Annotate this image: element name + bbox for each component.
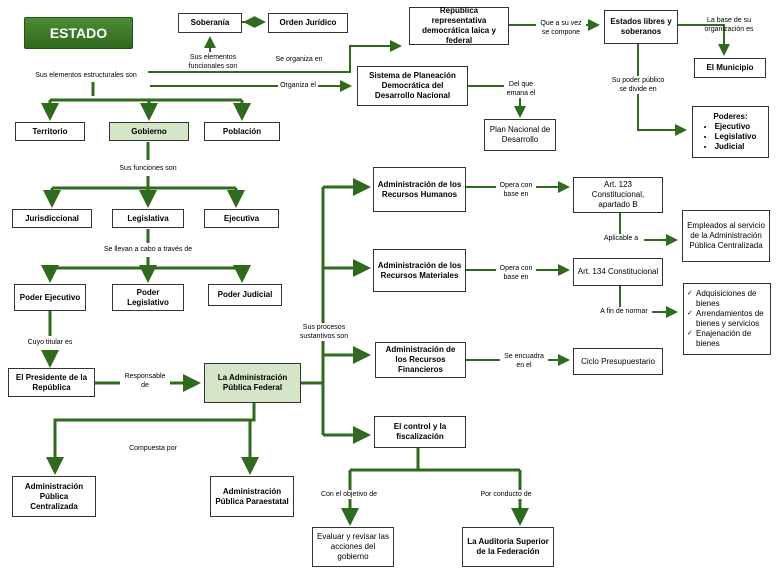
poder-judicial-node: Poder Judicial	[208, 284, 282, 306]
poderes-item: Legislativo	[715, 132, 757, 142]
ejecutiva-node: Ejecutiva	[204, 209, 279, 228]
label-compuesta-por: Compuesta por	[122, 444, 184, 453]
admin-paraestatal-node: Administración Pública Paraestatal	[210, 476, 294, 517]
label-opera-con-2: Opera con base en	[496, 264, 536, 282]
empleados-node: Empleados al servicio de la Administraci…	[682, 210, 770, 262]
admin-centralizada-node: Administración Pública Centralizada	[12, 476, 96, 517]
soberania-node: Soberanía	[178, 13, 242, 33]
label-aplicable-a: Aplicable a	[598, 234, 644, 243]
label-se-llevan: Se llevan a cabo a través de	[95, 245, 201, 254]
label-objetivo-de: Con el objetivo de	[316, 490, 382, 499]
recursos-materiales-node: Administración de los Recursos Materiale…	[373, 249, 466, 292]
ciclo-presupuestario-node: Ciclo Presupuestario	[573, 348, 663, 375]
label-funciones: Sus funciones son	[110, 164, 186, 173]
orden-juridico-node: Orden Jurídico	[268, 13, 348, 33]
poblacion-node: Población	[204, 122, 280, 141]
estado-title: ESTADO	[24, 17, 133, 49]
poder-legislativo-node: Poder Legislativo	[112, 284, 184, 311]
poderes-node: Poderes: Ejecutivo Legislativo Judicial	[692, 106, 769, 158]
poderes-title: Poderes:	[713, 112, 748, 121]
normar-item: Adquisiciones de bienes	[687, 289, 767, 309]
label-se-organiza-en: Se organiza en	[272, 55, 326, 64]
label-del-que-emana: Del que emana el	[504, 80, 538, 98]
normar-node: Adquisiciones de bienes Arrendamientos d…	[683, 283, 771, 355]
admin-publica-federal-node: La Administración Pública Federal	[204, 363, 301, 403]
poderes-list: Ejecutivo Legislativo Judicial	[705, 122, 757, 152]
label-responsable-de: Responsable de	[124, 373, 166, 389]
label-poder-publico: Su poder público se divide en	[608, 76, 668, 94]
label-opera-con-1: Opera con base en	[496, 181, 536, 199]
legislativa-node: Legislativa	[112, 209, 184, 228]
presidente-node: El Presidente de la República	[8, 368, 95, 397]
poder-ejecutivo-node: Poder Ejecutivo	[14, 284, 86, 311]
label-organiza-el: Organiza el	[278, 81, 318, 90]
recursos-financieros-node: Administración de los Recursos Financier…	[375, 342, 466, 378]
recursos-humanos-node: Administración de los Recursos Humanos	[373, 167, 466, 212]
municipio-node: El Municipio	[694, 58, 766, 78]
evaluar-node: Evaluar y revisar las acciones del gobie…	[312, 527, 394, 567]
label-elementos-funcionales: Sus elementos funcionales son	[188, 54, 238, 70]
label-se-encuadra: Se encuadra en el	[500, 352, 548, 370]
normar-item: Arrendamientos de bienes y servicios	[687, 309, 767, 329]
label-que-a-su-vez: Que a su vez se compone	[536, 19, 586, 37]
label-por-conducto: Por conducto de	[476, 490, 536, 499]
gobierno-node: Gobierno	[109, 122, 189, 141]
label-elementos-estructurales: Sus elementos estructurales son	[35, 72, 137, 79]
sistema-planeacion-node: Sistema de Planeación Democrática del De…	[357, 66, 468, 106]
art123-node: Art. 123 Constitucional, apartado B	[573, 177, 663, 213]
art134-node: Art. 134 Constitucional	[573, 258, 663, 286]
control-fiscalizacion-node: El control y la fiscalización	[374, 416, 466, 448]
republica-node: República representativa democrática lai…	[409, 6, 509, 45]
territorio-node: Territorio	[15, 122, 85, 141]
jurisdiccional-node: Jurisdiccional	[12, 209, 92, 228]
poderes-item: Ejecutivo	[715, 122, 757, 132]
label-base-organizacion: La base de su organización es	[704, 17, 754, 33]
label-cuyo-titular: Cuyo titular es	[22, 338, 78, 347]
normar-item: Enajenación de bienes	[687, 329, 767, 349]
poderes-item: Judicial	[715, 142, 757, 152]
label-procesos: Sus procesos sustantivos son	[294, 323, 354, 341]
estados-libres-node: Estados libres y soberanos	[604, 10, 678, 44]
normar-list: Adquisiciones de bienes Arrendamientos d…	[687, 289, 767, 349]
auditoria-node: La Auditoría Superior de la Federación	[462, 527, 554, 567]
plan-nacional-node: Plan Nacional de Desarrollo	[484, 119, 556, 151]
label-fin-normar: A fin de normar	[596, 307, 652, 316]
